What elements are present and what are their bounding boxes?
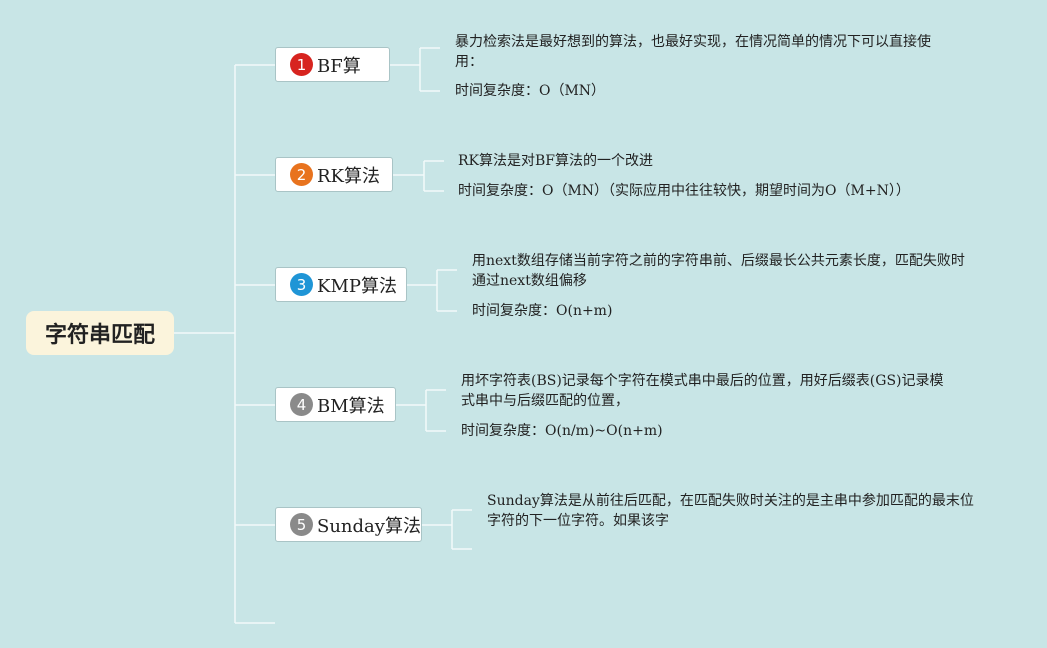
leaf-rk-description[interactable]: RK算法是对BF算法的一个改进 xyxy=(458,153,654,169)
branch-sunday[interactable]: 5 Sunday算法 xyxy=(275,507,422,542)
branch-kmp[interactable]: 3 KMP算法 xyxy=(275,267,407,302)
branch-bf[interactable]: 1 BF算 xyxy=(275,47,390,82)
leaf-bm-complexity[interactable]: 时间复杂度：O(n/m)~O(n+m) xyxy=(461,423,663,439)
number-badge-3: 3 xyxy=(290,273,313,296)
leaf-bm-description[interactable]: 用坏字符表(BS)记录每个字符在模式串中最后的位置，用好后缀表(GS)记录模式串… xyxy=(461,373,944,409)
leaf-kmp-complexity[interactable]: 时间复杂度：O(n+m) xyxy=(472,303,613,319)
leaf-sunday-description[interactable]: Sunday算法是从前往后匹配，在匹配失败时关注的是主串中参加匹配的最末位字符的… xyxy=(487,493,974,529)
leaf-bf-complexity[interactable]: 时间复杂度：O（MN） xyxy=(455,83,606,99)
branch-label: KMP算法 xyxy=(317,275,397,297)
branch-label: Sunday算法 xyxy=(317,515,421,537)
root-topic[interactable]: 字符串匹配 xyxy=(26,311,174,355)
number-badge-4: 4 xyxy=(290,393,313,416)
number-badge-5: 5 xyxy=(290,513,313,536)
branch-label: BM算法 xyxy=(317,395,385,417)
leaf-kmp-description[interactable]: 用next数组存储当前字符之前的字符串前、后缀最长公共元素长度，匹配失败时通过n… xyxy=(472,253,965,289)
root-topic-label: 字符串匹配 xyxy=(44,323,155,348)
leaf-rk-complexity[interactable]: 时间复杂度：O（MN）（实际应用中往往较快，期望时间为O（M+N）） xyxy=(458,183,910,199)
branch-rk[interactable]: 2 RK算法 xyxy=(275,157,393,192)
branch-label: BF算 xyxy=(317,55,361,77)
number-badge-1: 1 xyxy=(290,53,313,76)
branch-label: RK算法 xyxy=(317,165,380,187)
leaf-bf-description[interactable]: 暴力检索法是最好想到的算法，也最好实现，在情况简单的情况下可以直接使用： xyxy=(455,34,931,70)
number-badge-2: 2 xyxy=(290,163,313,186)
branch-bm[interactable]: 4 BM算法 xyxy=(275,387,396,422)
